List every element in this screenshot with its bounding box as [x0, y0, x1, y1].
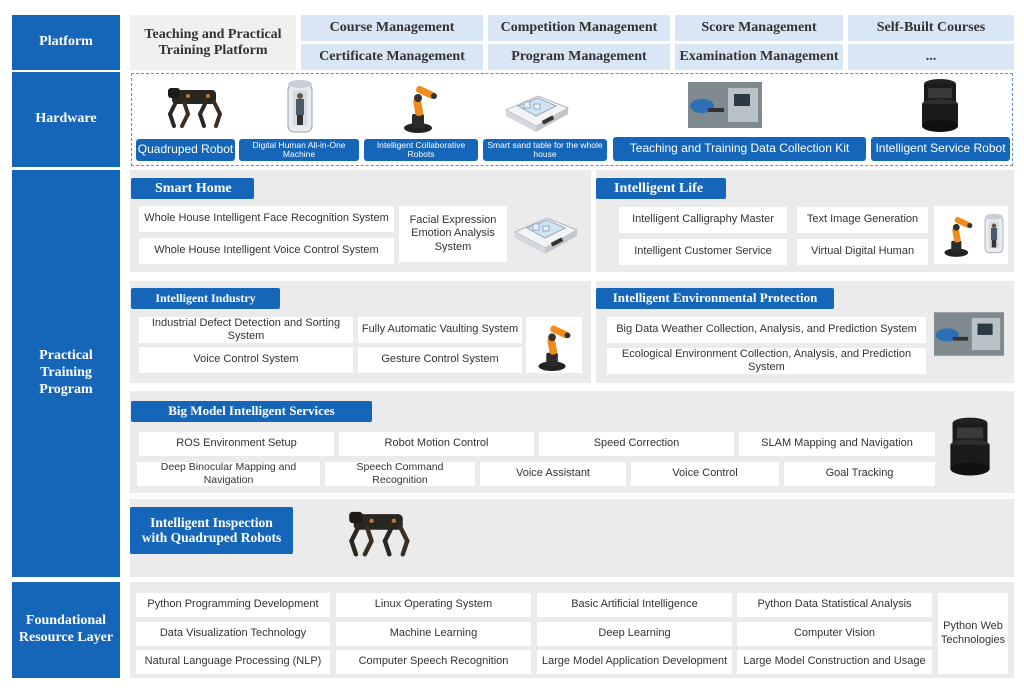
digital-human-machine-image: [284, 78, 316, 136]
large-model-app-dev[interactable]: Large Model Application Development: [537, 650, 732, 674]
robot-arm-image: [394, 78, 446, 134]
ros-environment-setup[interactable]: ROS Environment Setup: [139, 432, 334, 456]
hardware-service-robot[interactable]: Intelligent Service Robot: [871, 137, 1010, 161]
service-robot-image: [946, 414, 994, 478]
basic-ai[interactable]: Basic Artificial Intelligence: [537, 593, 732, 617]
hardware-collaborative-robots[interactable]: Intelligent Collaborative Robots: [364, 139, 478, 161]
quadruped-robot-image: [340, 503, 412, 561]
platform-course-management[interactable]: Course Management: [301, 15, 483, 41]
voice-control-system[interactable]: Whole House Intelligent Voice Control Sy…: [139, 238, 394, 264]
defect-detection-system[interactable]: Industrial Defect Detection and Sorting …: [139, 317, 353, 343]
python-programming[interactable]: Python Programming Development: [136, 593, 330, 617]
hardware-quadruped-robot[interactable]: Quadruped Robot: [136, 139, 235, 161]
weather-prediction-system[interactable]: Big Data Weather Collection, Analysis, a…: [607, 317, 926, 343]
nlp[interactable]: Natural Language Processing (NLP): [136, 650, 330, 674]
inspection-title: Intelligent Inspection with Quadruped Ro…: [130, 507, 293, 554]
row-label-hardware: Hardware: [12, 72, 120, 167]
slam-mapping-navigation[interactable]: SLAM Mapping and Navigation: [739, 432, 935, 456]
calligraphy-master[interactable]: Intelligent Calligraphy Master: [619, 207, 787, 233]
gesture-control-system[interactable]: Gesture Control System: [358, 347, 522, 373]
data-kit-image: [688, 82, 762, 128]
robot-arm-image: [528, 318, 580, 372]
platform-program-management[interactable]: Program Management: [488, 44, 670, 70]
vaulting-system[interactable]: Fully Automatic Vaulting System: [358, 317, 522, 343]
python-web-technologies[interactable]: Python Web Technologies: [938, 593, 1008, 674]
data-kit-image: [934, 312, 1004, 356]
sand-table-image: [511, 204, 583, 256]
emotion-analysis-system[interactable]: Facial Expression Emotion Analysis Syste…: [399, 206, 507, 262]
platform-main: Teaching and Practical Training Platform: [130, 15, 296, 70]
hardware-data-collection-kit[interactable]: Teaching and Training Data Collection Ki…: [613, 137, 866, 161]
row-label-platform: Platform: [12, 15, 120, 70]
data-visualization[interactable]: Data Visualization Technology: [136, 622, 330, 646]
hardware-sand-table[interactable]: Smart sand table for the whole house: [483, 139, 607, 161]
intelligent-customer-service[interactable]: Intelligent Customer Service: [619, 239, 787, 265]
platform-competition-management[interactable]: Competition Management: [488, 15, 670, 41]
speech-recognition[interactable]: Computer Speech Recognition: [336, 650, 531, 674]
intelligent-life-title: Intelligent Life: [596, 178, 726, 199]
platform-score-management[interactable]: Score Management: [675, 15, 843, 41]
platform-examination-management[interactable]: Examination Management: [675, 44, 843, 70]
goal-tracking[interactable]: Goal Tracking: [784, 462, 935, 486]
digital-human-machine-image: [982, 208, 1006, 260]
voice-assistant[interactable]: Voice Assistant: [480, 462, 626, 486]
platform-self-built-courses[interactable]: Self-Built Courses: [848, 15, 1014, 41]
speech-command-recognition[interactable]: Speech Command Recognition: [325, 462, 475, 486]
text-image-generation[interactable]: Text Image Generation: [797, 207, 928, 233]
quadruped-robot-image: [160, 80, 224, 132]
binocular-mapping-navigation[interactable]: Deep Binocular Mapping and Navigation: [137, 462, 320, 486]
deep-learning[interactable]: Deep Learning: [537, 622, 732, 646]
smart-home-title: Smart Home: [131, 178, 254, 199]
ecological-prediction-system[interactable]: Ecological Environment Collection, Analy…: [607, 348, 926, 374]
industry-voice-control[interactable]: Voice Control System: [139, 347, 353, 373]
platform-certificate-management[interactable]: Certificate Management: [301, 44, 483, 70]
robot-motion-control[interactable]: Robot Motion Control: [339, 432, 534, 456]
face-recognition-system[interactable]: Whole House Intelligent Face Recognition…: [139, 206, 394, 232]
service-robot-image: [918, 76, 962, 134]
sand-table-image: [502, 82, 574, 134]
big-model-title: Big Model Intelligent Services: [131, 401, 372, 422]
environment-title: Intelligent Environmental Protection: [596, 288, 834, 309]
large-model-construction[interactable]: Large Model Construction and Usage: [737, 650, 932, 674]
speed-correction[interactable]: Speed Correction: [539, 432, 734, 456]
hardware-digital-human-machine[interactable]: Digital Human All-in-One Machine: [239, 139, 359, 161]
row-label-practical: Practical Training Program: [12, 170, 120, 577]
industry-title: Intelligent Industry: [131, 288, 280, 309]
linux-os[interactable]: Linux Operating System: [336, 593, 531, 617]
platform-more[interactable]: ...: [848, 44, 1014, 70]
virtual-digital-human[interactable]: Virtual Digital Human: [797, 239, 928, 265]
computer-vision[interactable]: Computer Vision: [737, 622, 932, 646]
robot-arm-image: [936, 208, 980, 260]
machine-learning[interactable]: Machine Learning: [336, 622, 531, 646]
python-data-analysis[interactable]: Python Data Statistical Analysis: [737, 593, 932, 617]
voice-control[interactable]: Voice Control: [631, 462, 779, 486]
row-label-foundation: Foundational Resource Layer: [12, 582, 120, 678]
